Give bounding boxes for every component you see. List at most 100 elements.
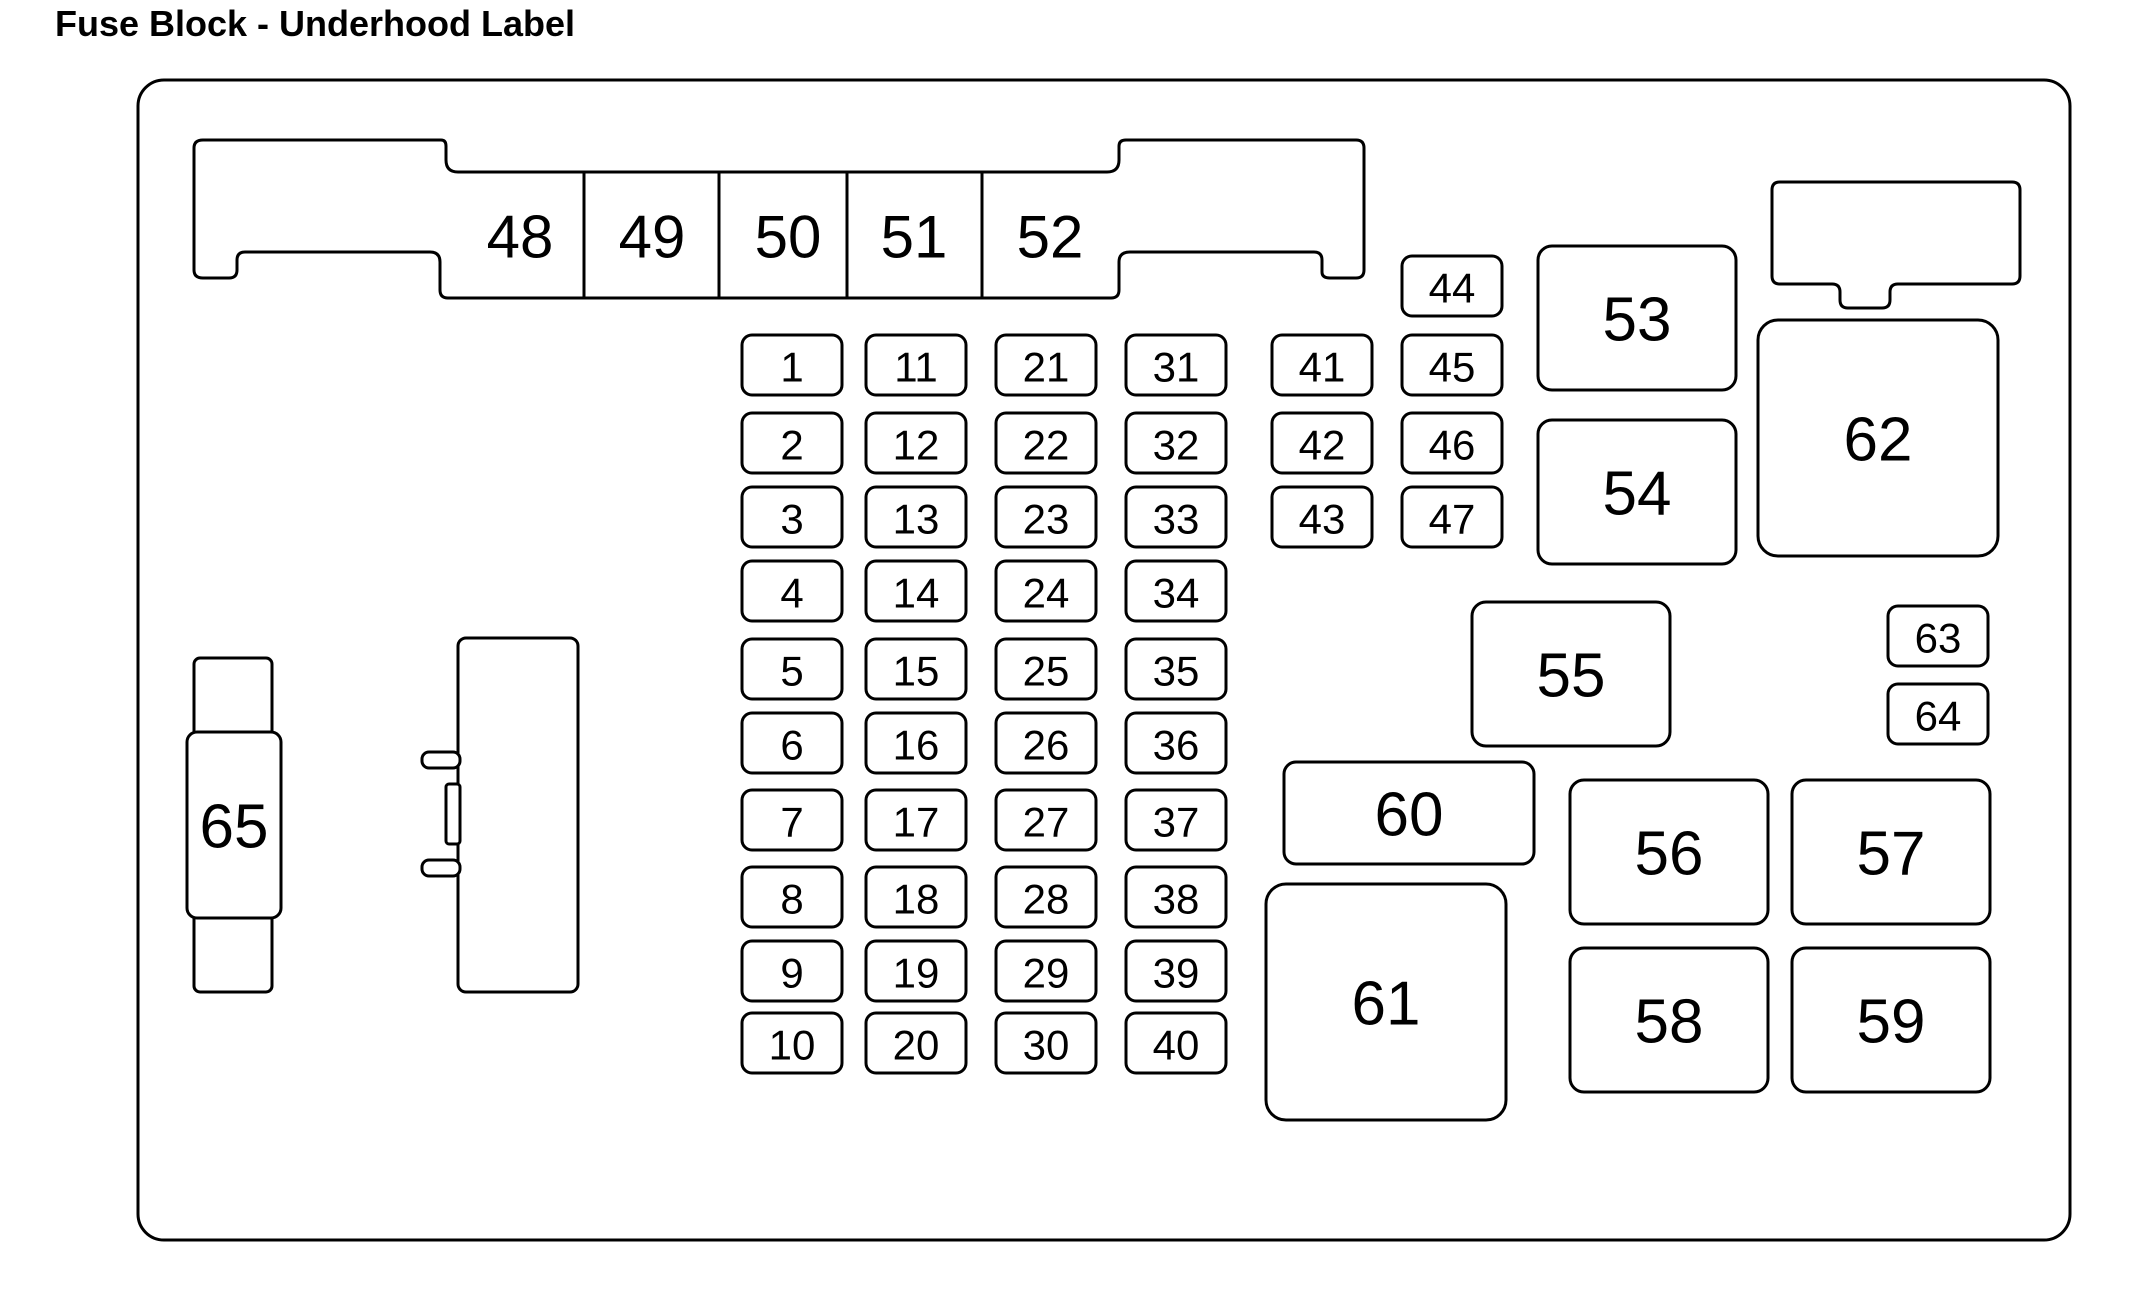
fuse-16: 16 bbox=[864, 711, 968, 775]
fuse-10-box bbox=[740, 1011, 844, 1075]
fuse-11-label: 11 bbox=[894, 344, 938, 391]
fuse-25-box bbox=[994, 637, 1098, 701]
fuse-61-box bbox=[1264, 882, 1508, 1122]
fuse-26: 26 bbox=[994, 711, 1098, 775]
fuse-39-label: 39 bbox=[1153, 950, 1200, 997]
fuse-9-label: 9 bbox=[780, 950, 803, 997]
fuse-20-box bbox=[864, 1011, 968, 1075]
fuse-33: 33 bbox=[1124, 485, 1228, 549]
fuse-46-label: 46 bbox=[1429, 422, 1476, 469]
fuse-41-label: 41 bbox=[1299, 344, 1346, 391]
fuse-52: 52 bbox=[1017, 204, 1084, 271]
fuse-44-label: 44 bbox=[1429, 265, 1476, 312]
fuse-10: 10 bbox=[740, 1011, 844, 1075]
fuse-54-box bbox=[1536, 418, 1738, 566]
fuse-12-box bbox=[864, 411, 968, 475]
fuse-12: 12 bbox=[864, 411, 968, 475]
fuse-28-label: 28 bbox=[1023, 876, 1070, 923]
fuse-18-label: 18 bbox=[893, 876, 940, 923]
fuse-57-box bbox=[1790, 778, 1992, 926]
fuse-17: 17 bbox=[864, 788, 968, 852]
fuse-29-label: 29 bbox=[1023, 950, 1070, 997]
fuse-44-box bbox=[1400, 254, 1504, 318]
fuse-42: 42 bbox=[1270, 411, 1374, 475]
fuse-21-label: 21 bbox=[1023, 344, 1070, 391]
fuse-36: 36 bbox=[1124, 711, 1228, 775]
top-connector-bracket bbox=[192, 138, 1366, 300]
fuse-36-label: 36 bbox=[1153, 722, 1200, 769]
fuse-20-label: 20 bbox=[893, 1022, 940, 1069]
fuse-40: 40 bbox=[1124, 1011, 1228, 1075]
fuse-46-box bbox=[1400, 411, 1504, 475]
fuse-45-label: 45 bbox=[1429, 344, 1476, 391]
fuse-37-label: 37 bbox=[1153, 799, 1200, 846]
fuse-50: 50 bbox=[755, 204, 822, 271]
fuse-32-box bbox=[1124, 411, 1228, 475]
fuse-5: 5 bbox=[740, 637, 844, 701]
fuse-37-box bbox=[1124, 788, 1228, 852]
fuse-57: 57 bbox=[1790, 778, 1992, 926]
fuse-6-label: 6 bbox=[780, 722, 803, 769]
fuse-4-box bbox=[740, 559, 844, 623]
connector-latch bbox=[444, 782, 462, 846]
fuse-44: 44 bbox=[1400, 254, 1504, 318]
fuse-40-box bbox=[1124, 1011, 1228, 1075]
fuse-27: 27 bbox=[994, 788, 1098, 852]
connector-pin bbox=[420, 858, 462, 878]
fuse-1-label: 1 bbox=[780, 344, 803, 391]
fuse-49-label: 49 bbox=[619, 204, 686, 271]
fuse-22-label: 22 bbox=[1023, 422, 1070, 469]
fuse-19: 19 bbox=[864, 939, 968, 1003]
fuse-24-label: 24 bbox=[1023, 570, 1070, 617]
fuse-50-label: 50 bbox=[755, 204, 822, 271]
fuse-18: 18 bbox=[864, 865, 968, 929]
fuse-32: 32 bbox=[1124, 411, 1228, 475]
fuse-31: 31 bbox=[1124, 333, 1228, 397]
fuse-43-label: 43 bbox=[1299, 496, 1346, 543]
fuse-36-box bbox=[1124, 711, 1228, 775]
fuse-1: 1 bbox=[740, 333, 844, 397]
fuse-54: 54 bbox=[1536, 418, 1738, 566]
fuse-7-label: 7 bbox=[780, 799, 803, 846]
fuse-14-label: 14 bbox=[893, 570, 940, 617]
fuse-37: 37 bbox=[1124, 788, 1228, 852]
fuse-35-box bbox=[1124, 637, 1228, 701]
fuse-15: 15 bbox=[864, 637, 968, 701]
fuse-14: 14 bbox=[864, 559, 968, 623]
fuse-21-box bbox=[994, 333, 1098, 397]
fuse-6: 6 bbox=[740, 711, 844, 775]
fuse-30-label: 30 bbox=[1023, 1022, 1070, 1069]
fuse-60-label: 60 bbox=[1375, 781, 1444, 850]
fuse-41: 41 bbox=[1270, 333, 1374, 397]
fuse-8: 8 bbox=[740, 865, 844, 929]
fuse-11-box bbox=[864, 333, 968, 397]
fuse-58-box bbox=[1568, 946, 1770, 1094]
left-connector-block bbox=[456, 636, 580, 994]
fuse-60: 60 bbox=[1282, 760, 1536, 866]
fuse-61-label: 61 bbox=[1352, 970, 1421, 1039]
fuse-65-box bbox=[185, 730, 283, 920]
fuse-47-box bbox=[1400, 485, 1504, 549]
fuse-62: 62 bbox=[1756, 318, 2000, 558]
fuse-25: 25 bbox=[994, 637, 1098, 701]
fuse-21: 21 bbox=[994, 333, 1098, 397]
fuse-1-box bbox=[740, 333, 844, 397]
top-right-connector bbox=[1770, 180, 2022, 310]
fuse-32-label: 32 bbox=[1153, 422, 1200, 469]
fuse-63: 63 bbox=[1886, 604, 1990, 668]
fuse-64-label: 64 bbox=[1915, 693, 1962, 740]
fuse-4: 4 bbox=[740, 559, 844, 623]
fuse-13-box bbox=[864, 485, 968, 549]
fuse-5-label: 5 bbox=[780, 648, 803, 695]
fuse-48: 48 bbox=[487, 204, 554, 271]
fuse-64: 64 bbox=[1886, 682, 1990, 746]
fuse-40-label: 40 bbox=[1153, 1022, 1200, 1069]
fuse-14-box bbox=[864, 559, 968, 623]
fuse-49: 49 bbox=[619, 204, 686, 271]
fuse-22-box bbox=[994, 411, 1098, 475]
fuse-51-label: 51 bbox=[881, 204, 948, 271]
fuse-59-box bbox=[1790, 946, 1992, 1094]
fuse-29-box bbox=[994, 939, 1098, 1003]
fuse-30: 30 bbox=[994, 1011, 1098, 1075]
fuse-23: 23 bbox=[994, 485, 1098, 549]
